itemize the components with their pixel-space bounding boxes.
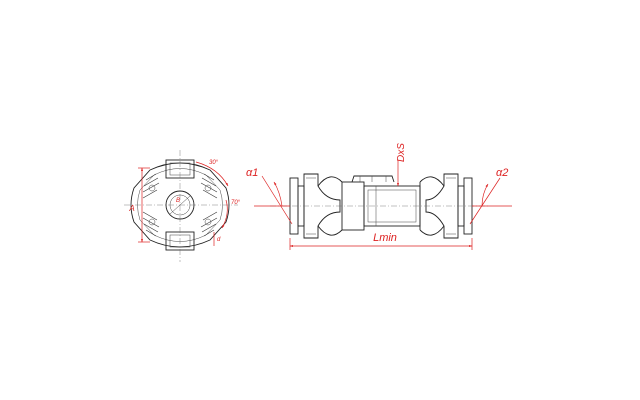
angle-b-label: 70° xyxy=(231,200,241,206)
end-view-dimensions xyxy=(138,161,229,246)
bolt-circle-label: B xyxy=(176,198,180,204)
alpha2-label: α2 xyxy=(496,167,508,179)
flange-end-view xyxy=(124,150,238,262)
alpha1-label: α1 xyxy=(246,167,258,179)
tube-size-label: DxS xyxy=(396,143,407,162)
hole-label: d xyxy=(217,237,221,243)
angle-a-label: 30° xyxy=(209,160,219,166)
side-view-dimensions xyxy=(254,160,512,250)
shaft-side-view xyxy=(270,173,490,239)
length-label: Lmin xyxy=(373,232,397,244)
height-label: A xyxy=(128,204,134,213)
